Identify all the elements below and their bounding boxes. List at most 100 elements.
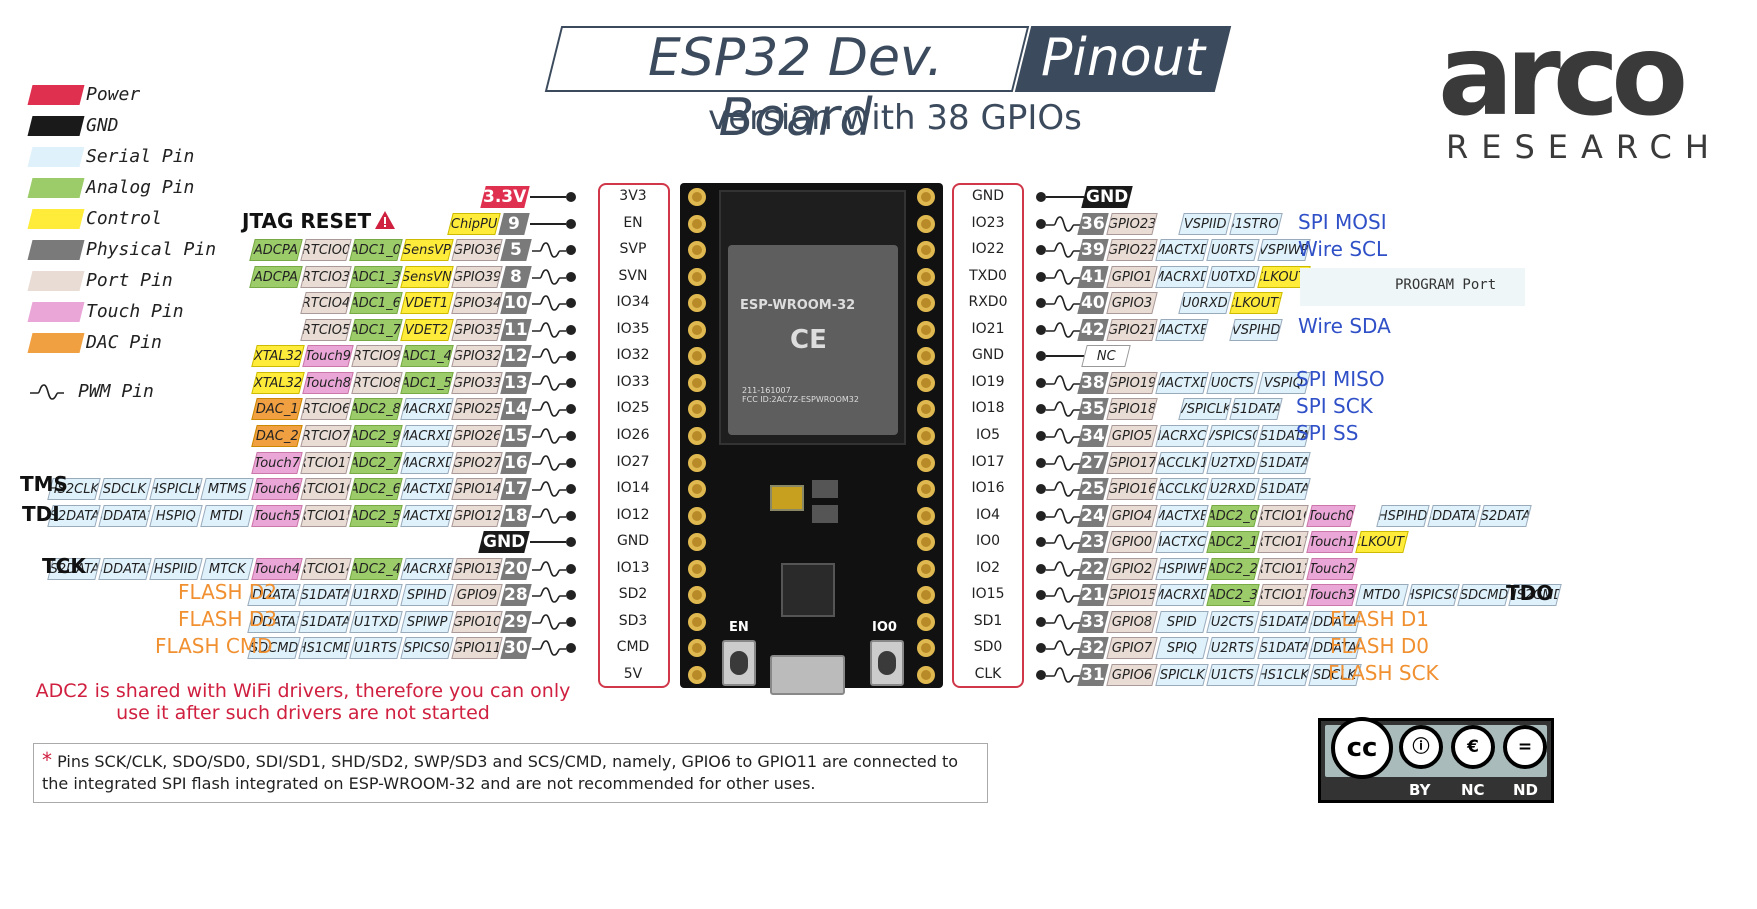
legend-label: Power bbox=[86, 84, 141, 105]
pin-function-tag: RTCIO11 bbox=[1257, 531, 1309, 554]
pin-function-tag: RTCIO9 bbox=[351, 345, 403, 368]
header-hole bbox=[688, 320, 706, 339]
left-pin-label: IO34 bbox=[616, 294, 650, 311]
pin-function-tag: MTMS bbox=[200, 478, 254, 501]
pwm-icon bbox=[532, 613, 566, 630]
right-pin-label: IO15 bbox=[971, 586, 1005, 603]
header-hole bbox=[917, 267, 935, 286]
nc-label: NC bbox=[1461, 781, 1485, 799]
pin-function-tag: U2RTS bbox=[1206, 637, 1260, 660]
pin-dot bbox=[1036, 484, 1046, 495]
header-hole bbox=[688, 586, 706, 605]
pwm-icon bbox=[1046, 481, 1080, 497]
flash-d0-label: FLASH D0 bbox=[1330, 634, 1430, 658]
gpio-number-badge: 36 bbox=[1077, 212, 1109, 235]
micro-usb-port[interactable] bbox=[770, 655, 845, 695]
left-header-panel bbox=[598, 183, 670, 688]
header-hole bbox=[917, 559, 935, 578]
pin-function-tag: GPIO27 bbox=[451, 451, 503, 474]
left-pin-label: SD2 bbox=[618, 586, 648, 603]
pin-function-tag: ADC2_9 bbox=[349, 424, 403, 447]
boot-button-label: IO0 bbox=[872, 620, 897, 635]
spi-sck-label: SPI SCK bbox=[1296, 394, 1373, 418]
tdi-label: TDI bbox=[22, 502, 60, 526]
pin-dot bbox=[1036, 457, 1046, 468]
gpio-number-badge: 31 bbox=[1077, 663, 1109, 686]
header-hole bbox=[917, 480, 935, 499]
pin-function-tag: EMACCLK180 bbox=[1155, 451, 1209, 474]
wire-sda-label: Wire SDA bbox=[1298, 314, 1391, 338]
pin-function-tag: HS1DATA0 bbox=[1257, 637, 1311, 660]
gpio-number-badge: 17 bbox=[500, 478, 532, 501]
pin-dot bbox=[1036, 537, 1046, 548]
right-pin-label: GND bbox=[971, 188, 1005, 204]
pin-function-tag: SDCLK bbox=[98, 478, 152, 501]
pwm-icon bbox=[532, 507, 566, 524]
gpio-number-badge: 10 bbox=[500, 292, 532, 315]
pwm-icon bbox=[1046, 242, 1080, 258]
pin-function-tag: RTCIO15 bbox=[300, 504, 352, 527]
legend-item: Serial Pin bbox=[27, 145, 330, 169]
pin-function-tag: GPIO25 bbox=[451, 398, 503, 421]
pin-function-tag: U0RTS bbox=[1206, 239, 1260, 262]
pwm-icon bbox=[1046, 587, 1080, 604]
header-hole bbox=[917, 639, 935, 658]
left-pin-label: IO26 bbox=[616, 426, 650, 443]
gpio-number-badge: 33 bbox=[1077, 610, 1109, 633]
arco-research-logo: arco RESEARCH bbox=[1438, 20, 1726, 166]
spi-miso-label: SPI MISO bbox=[1296, 367, 1385, 391]
header-hole bbox=[917, 214, 935, 233]
pwm-icon bbox=[1046, 507, 1080, 524]
left-pin-label: IO32 bbox=[616, 347, 650, 364]
pin-function-tag: GPIO5 bbox=[1106, 424, 1158, 447]
pin-function-tag: GPIO21 bbox=[1106, 318, 1158, 341]
pin-function-tag: SDDATA1 bbox=[1427, 504, 1481, 527]
right-pin-label: SD1 bbox=[973, 612, 1003, 629]
header-hole bbox=[688, 294, 706, 313]
header-hole bbox=[917, 347, 935, 366]
pin-function-tag: SPICS0 bbox=[400, 637, 454, 660]
pin-function-tag: NC bbox=[1081, 345, 1131, 368]
right-pin-label: IO21 bbox=[971, 320, 1005, 337]
pwm-icon bbox=[532, 481, 566, 497]
pin-function-tag: RTCIO7 bbox=[300, 424, 352, 447]
pin-function-tag: U1TXD bbox=[349, 610, 403, 633]
pin-dot bbox=[1036, 404, 1046, 415]
pin-function-tag: GND bbox=[478, 531, 530, 554]
pin-function-tag: RTCIO13 bbox=[1257, 584, 1309, 607]
gpio-number-badge: 41 bbox=[1077, 265, 1109, 288]
pin-dot bbox=[566, 484, 576, 495]
pin-function-tag: ADC1_4 bbox=[400, 345, 454, 368]
left-pin-label: IO12 bbox=[616, 506, 650, 523]
left-pin-label: IO25 bbox=[616, 400, 650, 417]
boot-button[interactable] bbox=[870, 640, 904, 686]
pin-function-tag: MTDI bbox=[200, 504, 254, 527]
spi-ss-label: SPI SS bbox=[1296, 421, 1359, 445]
ce-mark: CE bbox=[790, 325, 827, 355]
pin-dot bbox=[566, 510, 576, 521]
header-hole bbox=[688, 533, 706, 552]
right-pin-label: SD0 bbox=[973, 639, 1003, 656]
legend-swatch bbox=[27, 147, 85, 167]
header-hole bbox=[688, 400, 706, 419]
pin-dot bbox=[566, 430, 576, 441]
pin-function-tag: GPIO17 bbox=[1106, 451, 1158, 474]
left-pin-label: IO35 bbox=[616, 320, 650, 337]
tdo-label: TDO bbox=[1506, 581, 1554, 605]
pin-function-tag: ADC2_4 bbox=[349, 557, 403, 580]
pwm-icon bbox=[532, 242, 566, 258]
legend-item: GND bbox=[27, 114, 330, 138]
pin-function-tag: RTCIO10 bbox=[1257, 504, 1309, 527]
pin-function-tag: GPIO39 bbox=[451, 265, 503, 288]
pin-function-tag: GPIO3 bbox=[1106, 292, 1158, 315]
legend-swatch bbox=[27, 240, 85, 260]
pin-function-tag: VDET2 bbox=[400, 318, 454, 341]
pin-dot bbox=[1036, 377, 1046, 388]
pin-function-tag: RTCIO14 bbox=[300, 557, 352, 580]
right-pin-label: IO23 bbox=[971, 214, 1005, 231]
pin-function-tag: ADC1_0 bbox=[349, 239, 403, 262]
cc-license-badge[interactable]: cc ⓘ € = BY NC ND bbox=[1318, 717, 1554, 803]
en-button[interactable] bbox=[722, 640, 756, 686]
pin-function-tag: GPIO33 bbox=[451, 371, 503, 394]
gpio-number-badge: 39 bbox=[1077, 239, 1109, 262]
